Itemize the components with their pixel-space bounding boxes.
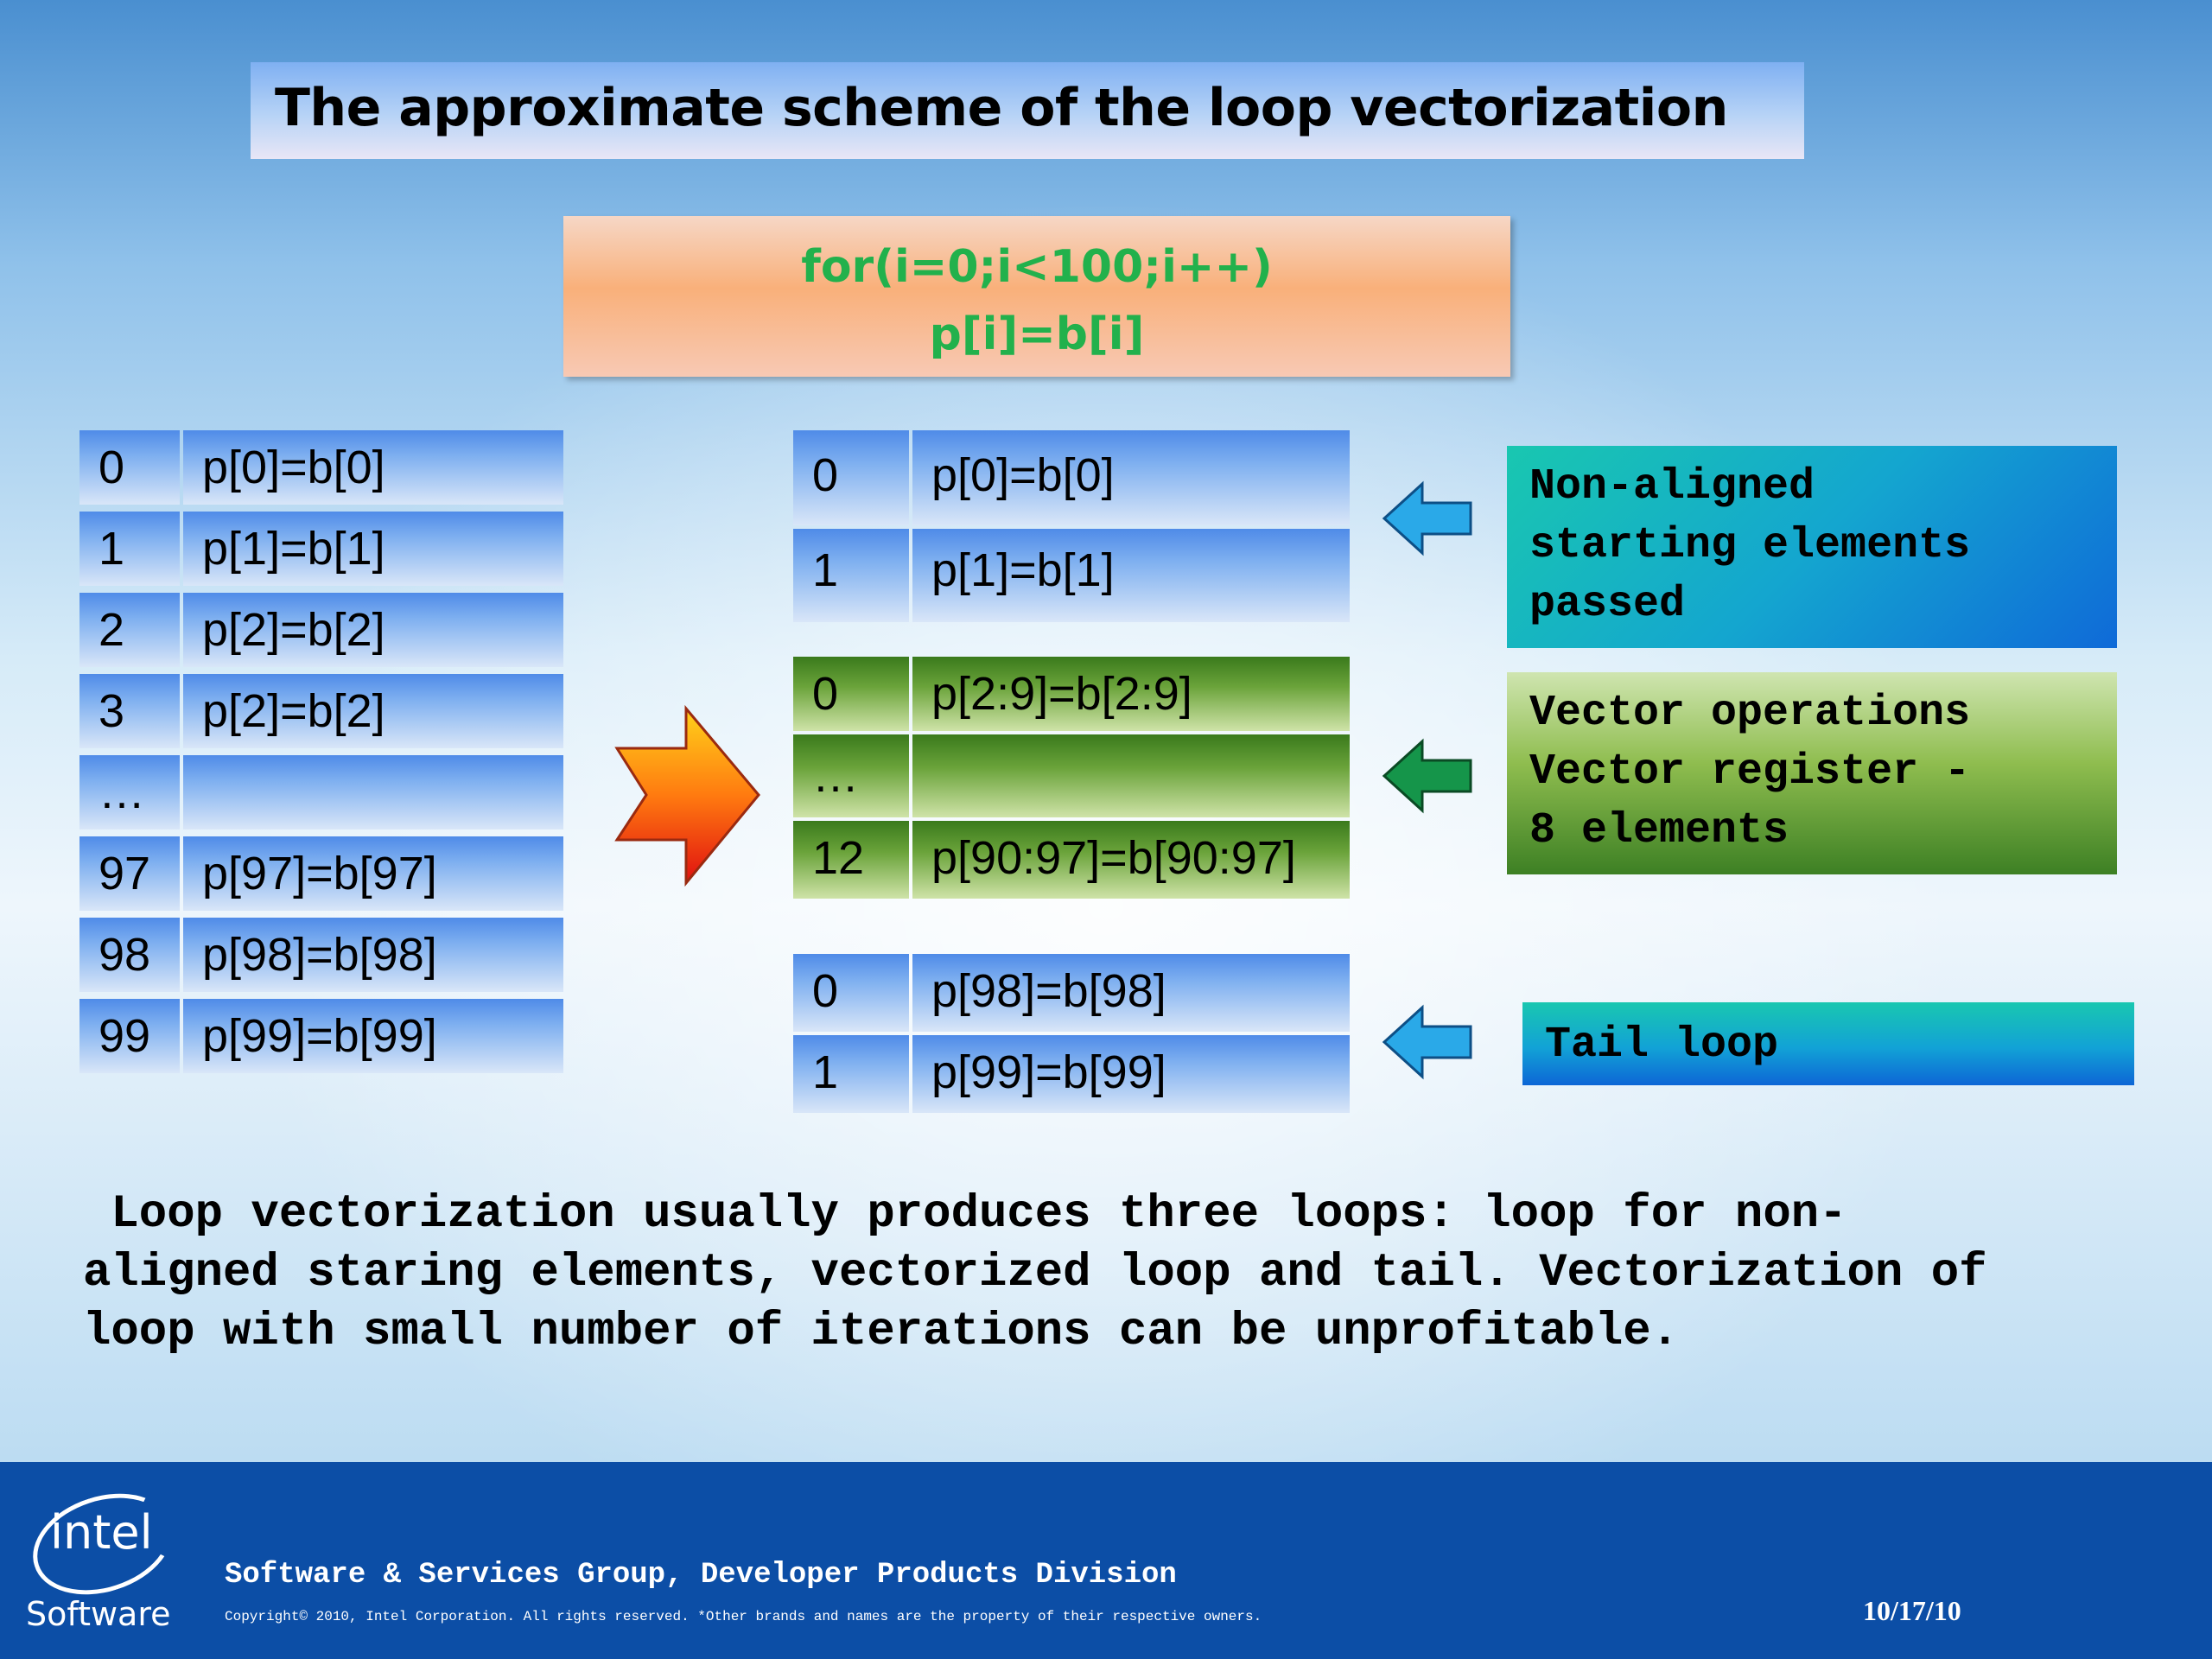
callout-line: 8 elements xyxy=(1529,806,1789,855)
summary-paragraph: Loop vectorization usually produces thre… xyxy=(83,1185,2139,1362)
callout-line: Tail loop xyxy=(1545,1020,1779,1070)
iteration-expression: p[1]=b[1] xyxy=(183,512,563,586)
iteration-expression: p[90:97]=b[90:97] xyxy=(912,821,1350,899)
iteration-expression xyxy=(183,755,563,830)
vector-ops-callout: Vector operations Vector register - 8 el… xyxy=(1507,672,2117,874)
iteration-index: 0 xyxy=(793,657,909,731)
iteration-index: 1 xyxy=(793,529,909,622)
table-row: 98 p[98]=b[98] xyxy=(79,918,563,992)
iteration-index: 97 xyxy=(79,836,180,911)
iteration-index: 1 xyxy=(793,1035,909,1113)
source-code-box: for(i=0;i<100;i++) p[i]=b[i] xyxy=(563,216,1510,377)
callout-line: Vector operations xyxy=(1529,689,1971,738)
table-row: … xyxy=(79,755,563,830)
table-row: 0 p[0]=b[0] xyxy=(793,430,1350,525)
summary-line: aligned staring elements, vectorized loo… xyxy=(83,1247,1987,1300)
iteration-index: 0 xyxy=(79,430,180,505)
iteration-expression: p[97]=b[97] xyxy=(183,836,563,911)
summary-line: Loop vectorization usually produces thre… xyxy=(83,1188,1847,1241)
slide-date: 10/17/10 xyxy=(1863,1595,1961,1626)
iteration-index: 99 xyxy=(79,999,180,1073)
iteration-expression: p[99]=b[99] xyxy=(183,999,563,1073)
slide-title: The approximate scheme of the loop vecto… xyxy=(275,78,1728,138)
iteration-index: 0 xyxy=(793,430,909,525)
table-row: 0 p[98]=b[98] xyxy=(793,954,1350,1032)
iteration-index: 0 xyxy=(793,954,909,1032)
callout-line: Non-aligned xyxy=(1529,462,1815,512)
table-row: 1 p[99]=b[99] xyxy=(793,1035,1350,1113)
iteration-expression xyxy=(912,734,1350,817)
division-name: Software & Services Group, Developer Pro… xyxy=(225,1559,1177,1592)
tail-loop-table: 0 p[98]=b[98] 1 p[99]=b[99] xyxy=(793,954,1350,1113)
transform-arrow-icon xyxy=(614,705,760,887)
table-row: 0 p[0]=b[0] xyxy=(79,430,563,505)
iteration-expression: p[99]=b[99] xyxy=(912,1035,1350,1113)
iteration-index: 1 xyxy=(79,512,180,586)
iteration-expression: p[2:9]=b[2:9] xyxy=(912,657,1350,731)
vector-loop-table: 0 p[2:9]=b[2:9] … 12 p[90:97]=b[90:97] xyxy=(793,657,1350,899)
iteration-expression: p[98]=b[98] xyxy=(912,954,1350,1032)
iteration-index: 2 xyxy=(79,593,180,667)
logo-subtitle: Software xyxy=(26,1595,171,1633)
iteration-expression: p[2]=b[2] xyxy=(183,593,563,667)
iteration-index: … xyxy=(79,755,180,830)
iteration-expression: p[98]=b[98] xyxy=(183,918,563,992)
left-arrow-green-icon xyxy=(1382,738,1472,814)
table-row: 97 p[97]=b[97] xyxy=(79,836,563,911)
callout-line: Vector register - xyxy=(1529,747,1971,797)
code-line-body: p[i]=b[i] xyxy=(929,308,1145,360)
iteration-expression: p[0]=b[0] xyxy=(912,430,1350,525)
iteration-expression: p[0]=b[0] xyxy=(183,430,563,505)
iteration-index: 3 xyxy=(79,674,180,748)
left-arrow-blue-icon xyxy=(1382,1004,1472,1080)
title-bar: The approximate scheme of the loop vecto… xyxy=(251,62,1804,159)
footer-bar: intel Software Software & Services Group… xyxy=(0,1462,2212,1659)
left-arrow-blue-icon xyxy=(1382,480,1472,556)
iteration-index: 98 xyxy=(79,918,180,992)
tail-loop-callout: Tail loop xyxy=(1522,1002,2134,1085)
slide-background: The approximate scheme of the loop vecto… xyxy=(0,0,2212,1462)
code-line-for: for(i=0;i<100;i++) xyxy=(801,241,1273,293)
iteration-index: … xyxy=(793,734,909,817)
iteration-expression: p[1]=b[1] xyxy=(912,529,1350,622)
non-aligned-loop-table: 0 p[0]=b[0] 1 p[1]=b[1] xyxy=(793,430,1350,622)
logo-word: intel xyxy=(50,1505,153,1560)
table-row: 1 p[1]=b[1] xyxy=(793,529,1350,622)
summary-line: loop with small number of iterations can… xyxy=(83,1306,1680,1358)
non-aligned-callout: Non-aligned starting elements passed xyxy=(1507,446,2117,648)
iteration-index: 12 xyxy=(793,821,909,899)
copyright-notice: Copyright© 2010, Intel Corporation. All … xyxy=(225,1609,1262,1624)
callout-line: starting elements xyxy=(1529,521,1971,570)
table-row: 2 p[2]=b[2] xyxy=(79,593,563,667)
table-row: 12 p[90:97]=b[90:97] xyxy=(793,821,1350,899)
table-row: … xyxy=(793,734,1350,817)
callout-line: passed xyxy=(1529,580,1686,629)
table-row: 3 p[2]=b[2] xyxy=(79,674,563,748)
iteration-expression: p[2]=b[2] xyxy=(183,674,563,748)
table-row: 0 p[2:9]=b[2:9] xyxy=(793,657,1350,731)
original-loop-table: 0 p[0]=b[0] 1 p[1]=b[1] 2 p[2]=b[2] 3 p[… xyxy=(79,430,563,1078)
table-row: 99 p[99]=b[99] xyxy=(79,999,563,1073)
table-row: 1 p[1]=b[1] xyxy=(79,512,563,586)
